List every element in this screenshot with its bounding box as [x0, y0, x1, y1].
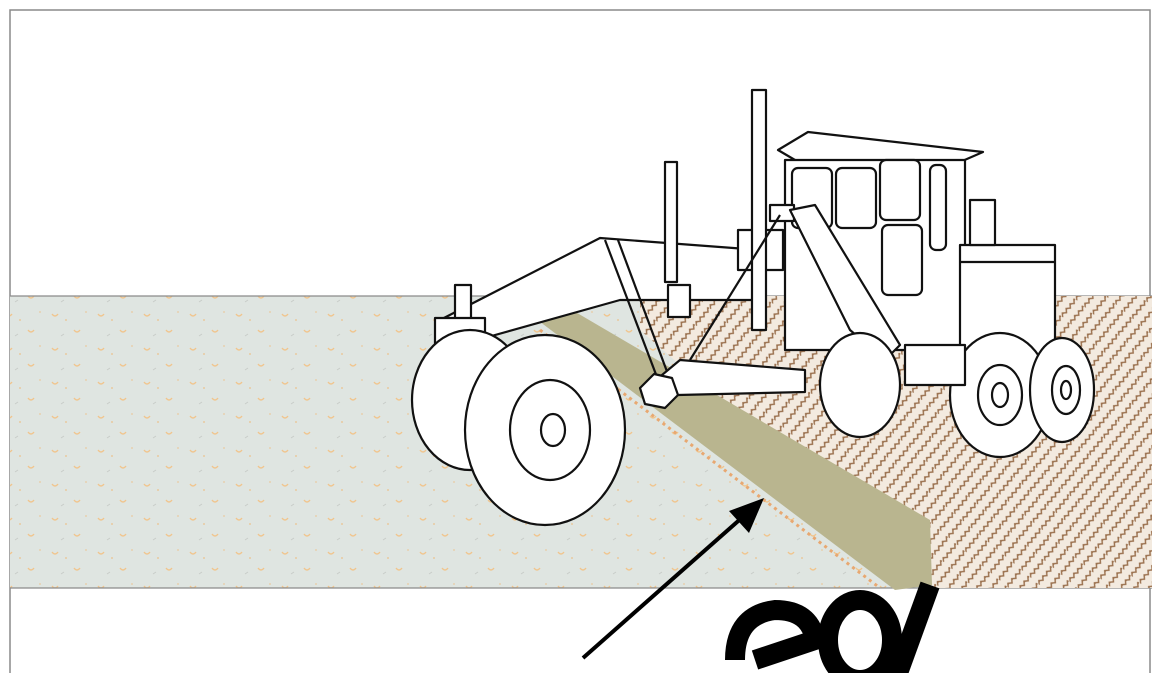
- control-lever-short: [663, 160, 679, 284]
- cab-window-lower: [880, 223, 924, 297]
- cab-window-right: [878, 158, 922, 222]
- watermark-stroke: [887, 581, 940, 673]
- watermark-letter-d: [818, 590, 902, 673]
- exhaust-stack: [968, 198, 997, 247]
- cab-window-mid: [834, 166, 878, 230]
- drawbar-pivot: [638, 372, 680, 410]
- control-lever-tall: [750, 88, 768, 332]
- motor-grader: [410, 88, 1096, 527]
- arrow-head: [729, 498, 764, 533]
- cab-roof: [776, 130, 985, 164]
- front-wheel: [463, 333, 627, 527]
- moldboard-blade: [527, 300, 932, 590]
- cab-door-window: [928, 163, 948, 252]
- tandem-housing: [903, 343, 967, 387]
- pointer-arrow: [581, 498, 764, 660]
- watermark-letter-e: [725, 599, 827, 670]
- rear-wheel-inner: [818, 331, 902, 439]
- watermark: [725, 581, 940, 673]
